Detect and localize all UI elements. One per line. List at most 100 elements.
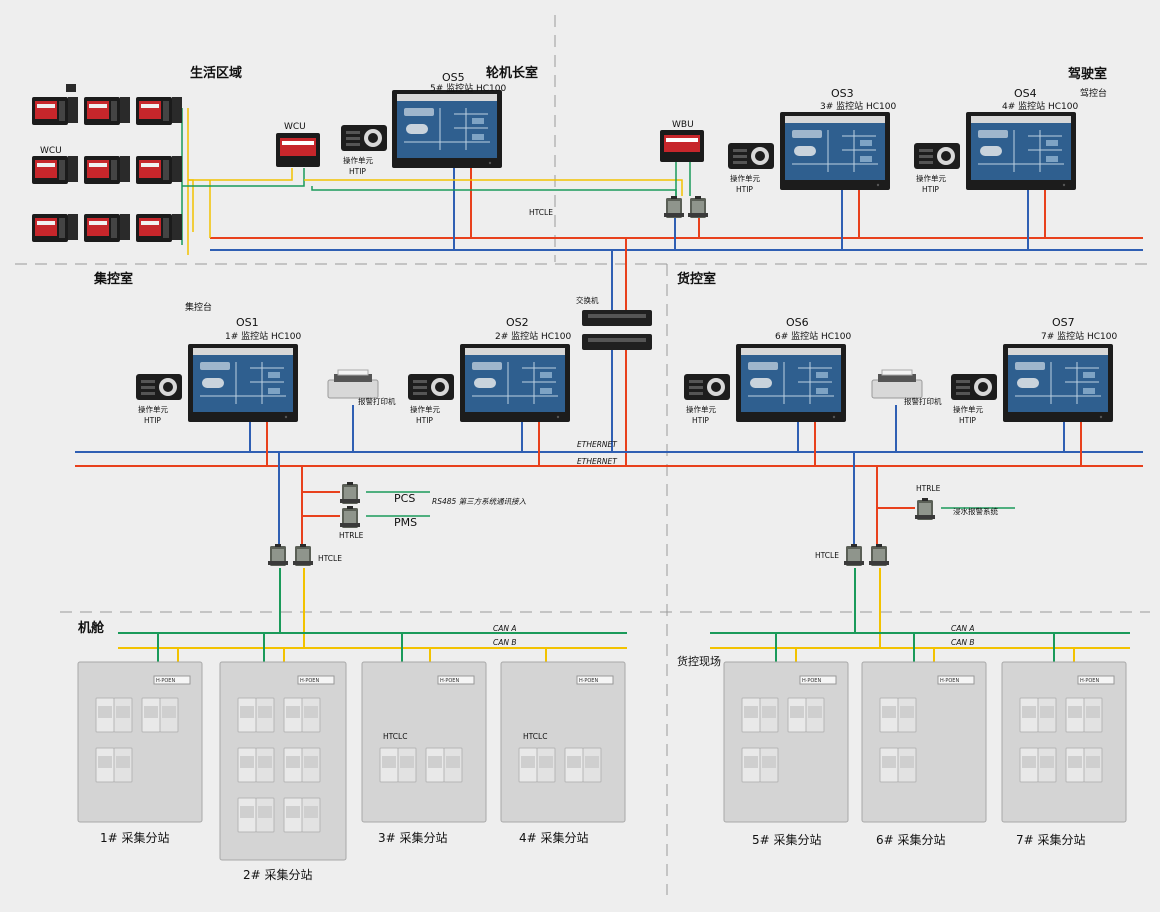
op-unit-os2	[408, 374, 454, 400]
os3-id: OS3	[831, 87, 854, 100]
os4-monitor	[965, 111, 1077, 191]
op-unit-label: 操作单元	[343, 155, 373, 165]
htcle-label-left: HTCLE	[318, 554, 342, 563]
rs485-label: RS485 第三方系统通讯接入	[432, 497, 527, 506]
op-unit-label: HTIP	[736, 185, 753, 194]
acquisition-cabinet-3: H·POEN	[361, 661, 487, 823]
printer-label-1: 报警打印机	[358, 396, 396, 406]
os1-id: OS1	[236, 316, 259, 329]
pcs-label: PCS	[394, 492, 415, 505]
io-module	[1019, 747, 1057, 783]
io-module	[283, 697, 321, 733]
io-module	[741, 747, 779, 783]
area-cargo-field: 货控现场	[677, 654, 721, 668]
os4-label: 4# 监控站 HC100	[1002, 100, 1078, 112]
op-unit-label: HTIP	[922, 185, 939, 194]
cabinet-label-7: 7# 采集分站	[1016, 832, 1086, 847]
op-unit-label: 操作单元	[730, 173, 760, 183]
op-unit-os7	[951, 374, 997, 400]
os4-id: OS4	[1014, 87, 1037, 100]
cabinet-label-2: 2# 采集分站	[243, 867, 313, 882]
op-unit-os5	[341, 125, 387, 151]
htcle-label-right: HTCLE	[815, 551, 839, 560]
os2-monitor	[459, 343, 571, 423]
network-switch-2	[582, 334, 652, 350]
io-module	[741, 697, 779, 733]
cabinet-label-6: 6# 采集分站	[876, 832, 946, 847]
ethernet-label-2: ETHERNET	[577, 457, 618, 466]
can-b-label-right: CAN B	[951, 638, 975, 647]
acquisition-cabinet-4: H·POEN	[500, 661, 626, 823]
op-unit-label: HTIP	[144, 416, 161, 425]
op-unit-os3	[728, 143, 774, 169]
htclc-label-1: HTCLC	[383, 732, 407, 741]
os2-id: OS2	[506, 316, 529, 329]
area-cargo-room: 货控室	[677, 271, 716, 287]
io-module	[879, 747, 917, 783]
os5-label: 5# 监控站 HC100	[430, 82, 506, 94]
htclc-label-2: HTCLC	[523, 732, 547, 741]
cabinet-label-5: 5# 采集分站	[752, 832, 822, 847]
op-unit-label: HTIP	[959, 416, 976, 425]
pms-label: PMS	[394, 516, 417, 529]
io-module	[1019, 697, 1057, 733]
can-b-label-left: CAN B	[493, 638, 517, 647]
cabinet-brand: H·POEN	[579, 678, 598, 684]
flood-alarm-label: 浸水报警系统	[953, 506, 998, 516]
acquisition-cabinet-7: H·POEN	[1001, 661, 1127, 823]
op-unit-label: 操作单元	[953, 404, 983, 414]
switch-label: 交换机	[576, 295, 599, 305]
area-bridge: 驾驶室	[1068, 66, 1107, 82]
cabinet-label-3: 3# 采集分站	[378, 830, 448, 845]
os3-monitor	[779, 111, 891, 191]
op-unit-label: HTIP	[349, 167, 366, 176]
htrle-label-right: HTRLE	[916, 484, 941, 493]
op-unit-label: 操作单元	[138, 404, 168, 414]
area-bridge-console: 驾控台	[1080, 87, 1107, 99]
cabinet-label-1: 1# 采集分站	[100, 830, 170, 845]
os7-monitor	[1002, 343, 1114, 423]
io-module	[95, 697, 133, 733]
io-module	[237, 697, 275, 733]
cabinet-brand: H·POEN	[440, 678, 459, 684]
network-switch-1	[582, 310, 652, 326]
op-unit-label: HTIP	[692, 416, 709, 425]
os5-id: OS5	[442, 71, 465, 84]
io-module	[787, 697, 825, 733]
io-module	[237, 747, 275, 783]
io-module	[379, 747, 417, 783]
io-module	[425, 747, 463, 783]
op-unit-label: 操作单元	[686, 404, 716, 414]
wbu-device	[660, 130, 704, 162]
os7-label: 7# 监控站 HC100	[1041, 330, 1117, 342]
area-ecr: 集控室	[93, 271, 133, 287]
alarm-printer-2	[871, 369, 923, 399]
op-unit-labels: 操作单元 HTIP 操作单元 HTIP 操作单元 HTIP 操作单元 HTIP 操作单元…	[138, 155, 983, 425]
acquisition-cabinet-1: H·POEN	[77, 661, 203, 823]
io-module	[95, 747, 133, 783]
os2-label: 2# 监控站 HC100	[495, 330, 571, 342]
area-ecr-console: 集控台	[185, 301, 212, 313]
io-module	[518, 747, 556, 783]
wbu-label: WBU	[672, 120, 694, 130]
op-unit-os1	[136, 374, 182, 400]
acquisition-cabinet-2: H·POEN	[219, 661, 347, 861]
cabinet-label-4: 4# 采集分站	[519, 830, 589, 845]
cabinet-brand: H·POEN	[940, 678, 959, 684]
wcu-label-living: WCU	[40, 146, 62, 156]
op-unit-label: 操作单元	[410, 404, 440, 414]
cabinet-brand: H·POEN	[802, 678, 821, 684]
os1-label: 1# 监控站 HC100	[225, 330, 301, 342]
acquisition-cabinet-5: H·POEN	[723, 661, 849, 823]
io-module	[141, 697, 179, 733]
htcle-label-top: HTCLE	[529, 208, 553, 217]
alarm-printer-1	[327, 369, 379, 399]
op-unit-label: 操作单元	[916, 173, 946, 183]
acquisition-cabinet-6: H·POEN	[861, 661, 987, 823]
op-unit-os6	[684, 374, 730, 400]
area-engine-room: 机舱	[78, 620, 105, 636]
printer-label-2: 报警打印机	[904, 396, 942, 406]
